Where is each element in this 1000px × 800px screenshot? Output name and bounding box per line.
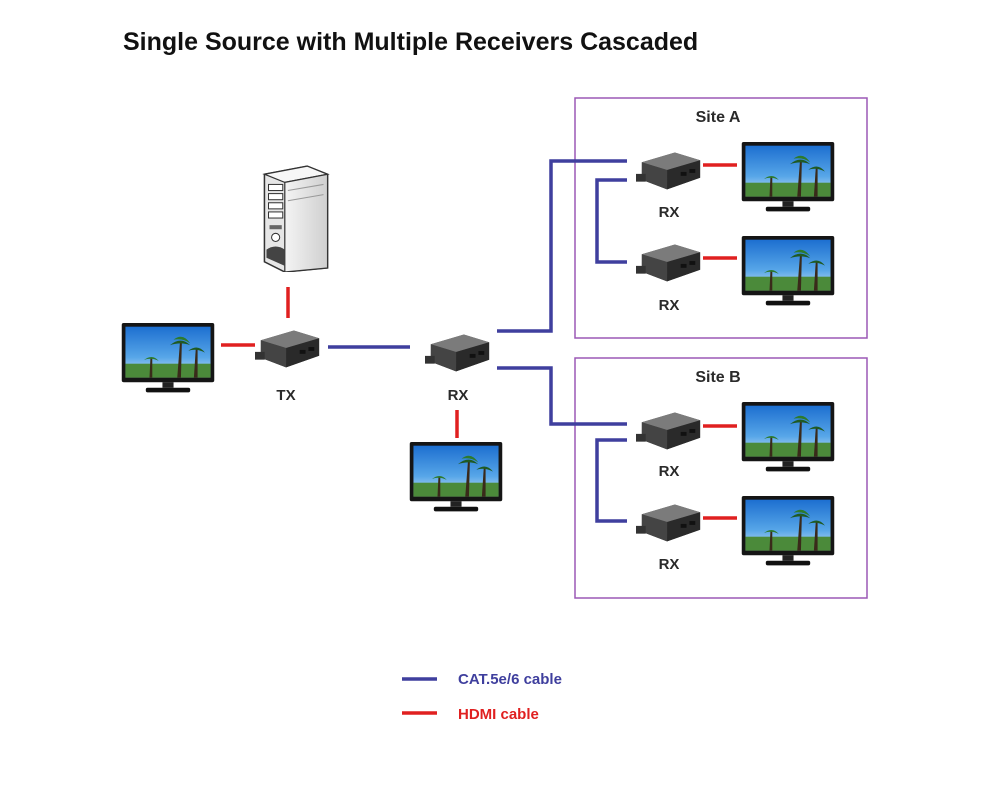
site-b-rx2-label: RX: [659, 556, 680, 573]
diagram-title: Single Source with Multiple Receivers Ca…: [123, 28, 698, 56]
legend-hdmi-label: HDMI cable: [458, 706, 539, 723]
tx-label: TX: [276, 387, 295, 404]
site-b-box: [574, 357, 868, 599]
cat-cables: [328, 159, 627, 523]
hdmi-cables: [221, 163, 737, 520]
legend: CAT.5e/6 cable HDMI cable: [402, 671, 562, 723]
site-a-rx1-extender-icon: [636, 152, 701, 190]
cat-cable-site-b-cascade: [595, 438, 627, 523]
rx-main-extender-icon: [425, 334, 490, 372]
cat-cable-to-site-b: [497, 366, 627, 426]
site-a-box: [574, 97, 868, 339]
tx-extender-icon: [255, 330, 320, 368]
monitor-icon: [741, 496, 835, 566]
cat-cable-site-a-cascade: [595, 178, 627, 264]
cat-cable-to-site-a: [497, 159, 627, 333]
pc-tower-icon: [263, 165, 329, 272]
site-b-rx1-extender-icon: [636, 412, 701, 450]
monitor-icon: [121, 323, 215, 393]
monitor-icon: [741, 142, 835, 212]
site-b-rx1-label: RX: [659, 463, 680, 480]
monitor-icon: [741, 402, 835, 472]
site-a-label: Site A: [696, 109, 741, 126]
site-a-rx2-extender-icon: [636, 244, 701, 282]
site-a-rx2-label: RX: [659, 297, 680, 314]
site-a-rx1-label: RX: [659, 204, 680, 221]
monitor-icon: [409, 442, 503, 512]
monitor-icon: [741, 236, 835, 306]
rx-main-label: RX: [448, 387, 469, 404]
site-b-rx2-extender-icon: [636, 504, 701, 542]
site-b-label: Site B: [695, 369, 740, 386]
legend-cat-label: CAT.5e/6 cable: [458, 671, 562, 688]
